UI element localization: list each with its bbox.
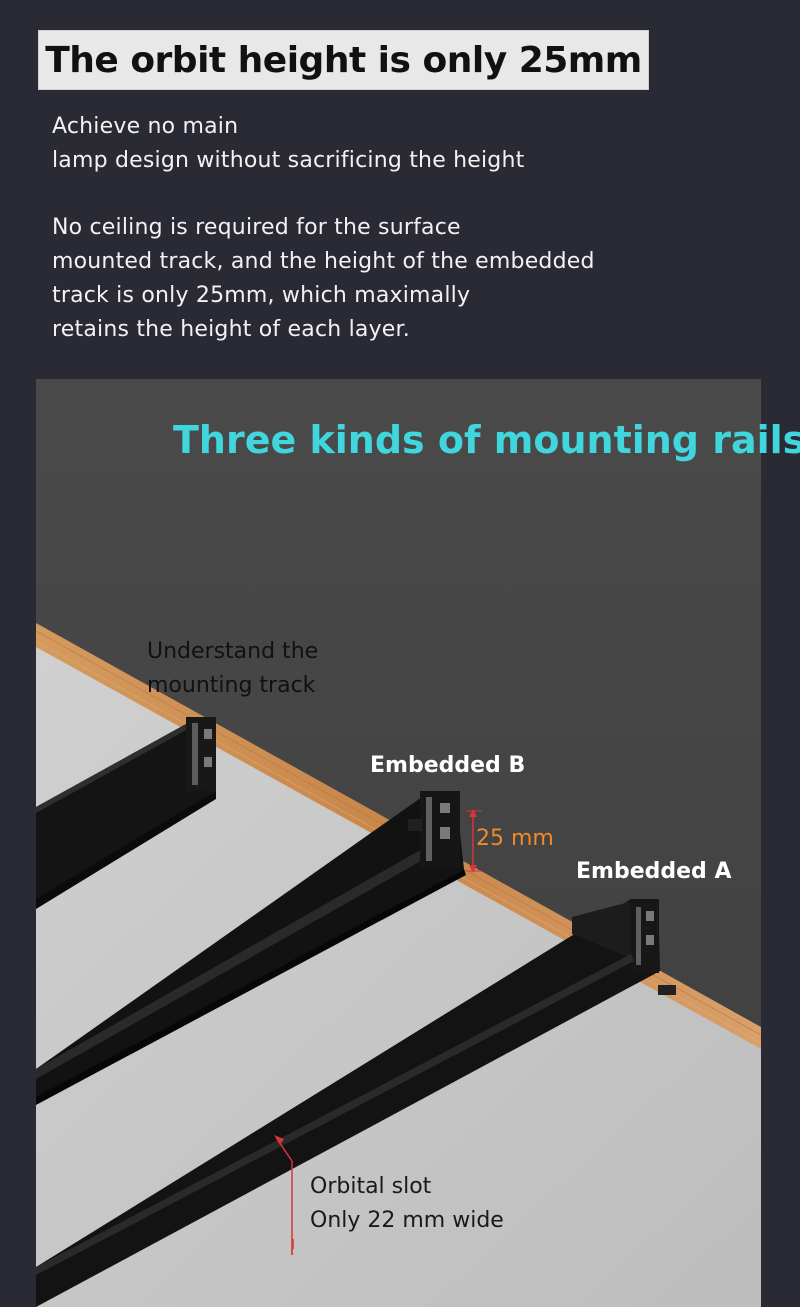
label-line: Orbital slot [310,1174,432,1199]
height-dimension-label: 25 mm [476,826,554,851]
orbital-slot-label: Orbital slot Only 22 mm wide [310,1170,504,1238]
illustration-heading: Three kinds of mounting rails [173,418,800,462]
title-banner: The orbit height is only 25mm [38,30,649,90]
intro-paragraph-1: Achieve no main lamp design without sacr… [52,110,524,178]
intro-paragraph-2: No ceiling is required for the surface m… [52,211,595,347]
illustration-graphic [36,379,761,1307]
label-line: Understand the [147,639,319,664]
label-line: mounting track [147,673,316,698]
ceiling-plane [36,639,761,1307]
page-title: The orbit height is only 25mm [45,39,642,81]
intro-line: lamp design without sacrificing the heig… [52,148,525,173]
track-illustration [36,379,761,1307]
slot-marker [274,1135,294,1255]
intro-line: track is only 25mm, which maximally [52,283,471,308]
embedded-b-track [36,791,466,1105]
embedded-a-label: Embedded A [576,859,732,884]
height-dimension-marker [466,809,482,873]
intro-line: Achieve no main [52,114,239,139]
surface-track-label: Understand the mounting track [147,635,318,703]
embedded-b-label: Embedded B [370,753,526,778]
embedded-a-track [36,899,676,1307]
surface-mounted-track [36,717,216,909]
intro-line: mounted track, and the height of the emb… [52,249,595,274]
intro-line: No ceiling is required for the surface [52,215,461,240]
intro-line: retains the height of each layer. [52,317,410,342]
label-line: Only 22 mm wide [310,1208,504,1233]
